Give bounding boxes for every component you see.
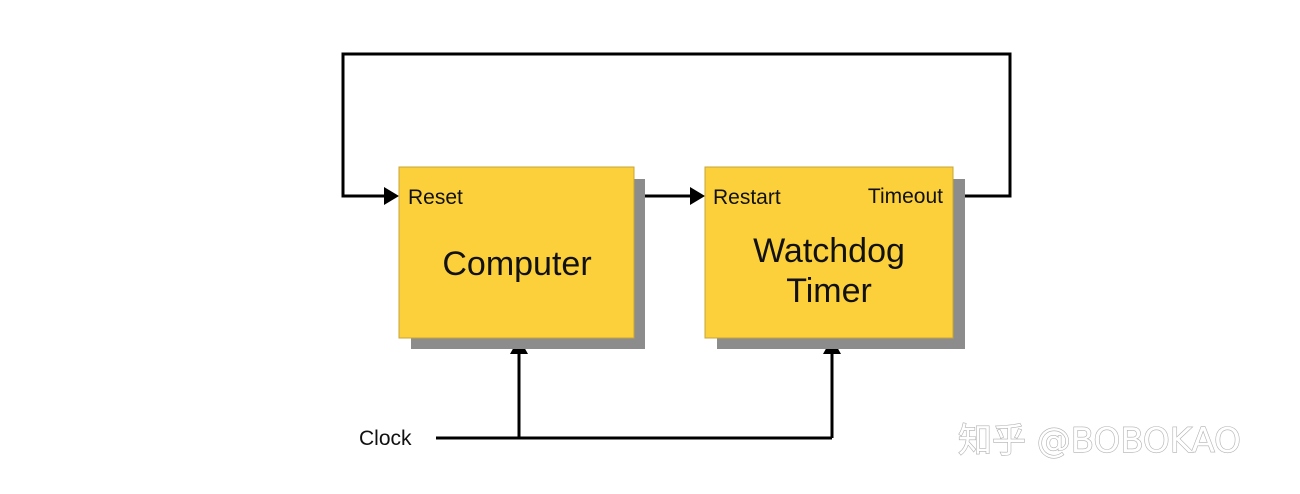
watchdog-title-line2: Timer (786, 272, 872, 310)
watermark-text: 知乎 @BOBOKAO (958, 421, 1241, 461)
computer-title: Computer (442, 245, 591, 283)
restart-port-label: Restart (713, 186, 781, 209)
reset-port-label: Reset (408, 186, 463, 209)
watchdog-title-line1: Watchdog (753, 232, 905, 270)
reset-arrowhead (384, 187, 399, 205)
restart-arrowhead (690, 187, 705, 205)
feedback-wire (341, 52, 1012, 198)
computer-block (398, 166, 635, 339)
watchdog-block (704, 166, 954, 339)
clock-label: Clock (359, 427, 412, 450)
timeout-port-label: Timeout (868, 185, 943, 208)
